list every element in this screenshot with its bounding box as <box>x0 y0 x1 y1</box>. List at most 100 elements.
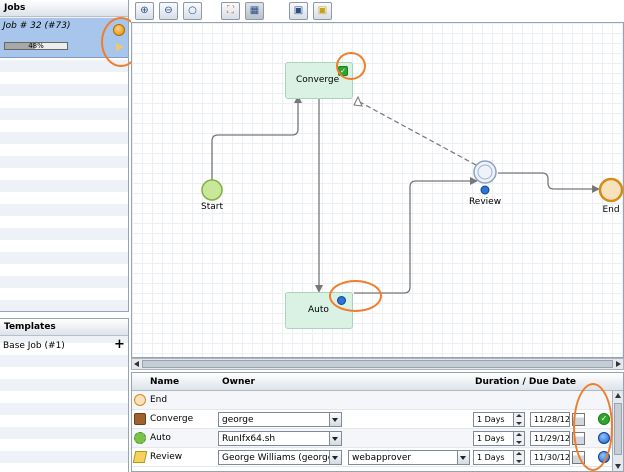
chevron-down-icon[interactable] <box>329 451 341 464</box>
approver-combo[interactable]: webapprover <box>348 450 470 465</box>
review-node-label: Review <box>468 197 502 207</box>
workflow-canvas[interactable]: Converge ✓ Auto Start Review End <box>131 22 624 358</box>
chevron-down-icon[interactable] <box>457 451 469 464</box>
scroll-right-icon[interactable] <box>616 361 621 367</box>
grid-body: End Converge george 1 Days 11/28/12 ✓ Au… <box>132 391 623 471</box>
edge-start-converge <box>211 101 299 188</box>
due-date-field[interactable]: 11/28/12 <box>530 412 570 427</box>
job-progress-bar: 48% <box>4 42 68 50</box>
fit-button[interactable]: ⛶ <box>221 2 240 20</box>
edge-arrowhead <box>315 285 323 293</box>
briefcase-icon <box>134 413 146 425</box>
duration-value: 1 Days <box>477 453 505 462</box>
pencil-icon <box>132 451 148 463</box>
due-date-field[interactable]: 11/30/12 <box>530 450 570 465</box>
chevron-down-icon[interactable] <box>329 432 341 445</box>
due-date-value: 11/29/12 <box>534 434 570 443</box>
table-row[interactable]: Converge george 1 Days 11/28/12 ✓ <box>132 410 623 429</box>
zoom-in-button[interactable]: ⊕ <box>135 2 154 20</box>
grid-toggle-button[interactable]: ▦ <box>245 2 264 20</box>
scroll-left-icon[interactable] <box>134 361 139 367</box>
spinner-arrows-icon[interactable] <box>513 432 524 445</box>
save-as-icon: ▣ <box>317 5 328 16</box>
approver-value: webapprover <box>352 453 412 463</box>
end-node-circle <box>598 177 624 203</box>
row-name: Review <box>150 452 183 462</box>
owner-combo[interactable]: George Williams (george) <box>218 450 342 465</box>
duration-spinner[interactable]: 1 Days <box>473 450 525 465</box>
duration-spinner[interactable]: 1 Days <box>473 431 525 446</box>
power-icon[interactable] <box>113 24 125 36</box>
column-header-owner[interactable]: Owner <box>222 377 255 387</box>
edge-arrowhead-open <box>353 95 363 107</box>
edge-review-end <box>498 172 594 190</box>
gear-icon <box>134 432 146 444</box>
row-name: Auto <box>150 433 171 443</box>
templates-panel: Templates Base Job (#1) + <box>0 318 129 472</box>
review-node-inner <box>477 164 493 180</box>
add-icon[interactable]: + <box>114 337 125 352</box>
task-grid: Name Owner Duration / Due Date End Conve… <box>131 372 624 472</box>
row-name: End <box>150 395 168 405</box>
row-name: Converge <box>150 414 194 424</box>
vertical-scrollbar[interactable] <box>612 391 623 471</box>
chevron-down-icon[interactable] <box>329 413 341 426</box>
play-icon[interactable] <box>116 43 124 51</box>
table-row[interactable]: End <box>132 391 623 410</box>
workflow-connectors <box>201 95 624 322</box>
owner-combo[interactable]: george <box>218 412 342 427</box>
toolbar: ⊕ ⊖ ○ ⛶ ▦ ▣ ▣ <box>131 0 624 22</box>
review-status-icon <box>480 185 490 195</box>
spinner-arrows-icon[interactable] <box>513 413 524 426</box>
due-date-field[interactable]: 11/29/12 <box>530 431 570 446</box>
progress-text: 48% <box>28 42 44 50</box>
column-header-name[interactable]: Name <box>150 377 180 387</box>
scroll-thumb[interactable] <box>142 360 613 368</box>
zoom-reset-button[interactable]: ○ <box>183 2 202 20</box>
job-title: Job # 32 (#73) <box>3 21 71 31</box>
table-row[interactable]: Auto RunIfx64.sh 1 Days 11/29/12 <box>132 429 623 448</box>
calendar-icon[interactable] <box>572 432 585 445</box>
scroll-up-icon[interactable] <box>615 393 621 398</box>
owner-value: george <box>222 415 254 425</box>
calendar-icon[interactable] <box>572 413 585 426</box>
jobs-panel: Jobs Job # 32 (#73) 48% <box>0 0 129 312</box>
auto-node-label: Auto <box>308 305 329 315</box>
review-node-circle <box>473 160 497 184</box>
due-date-value: 11/28/12 <box>534 415 570 424</box>
job-list-item[interactable]: Job # 32 (#73) 48% <box>0 18 128 58</box>
save-icon: ▣ <box>293 5 304 16</box>
spinner-arrows-icon[interactable] <box>513 451 524 464</box>
owner-value: George Williams (george) <box>222 453 337 463</box>
zoom-out-button[interactable]: ⊖ <box>159 2 178 20</box>
converge-node[interactable]: Converge ✓ <box>285 62 353 99</box>
column-header-duration[interactable]: Duration / Due Date <box>475 377 576 387</box>
scroll-down-icon[interactable] <box>615 464 621 469</box>
horizontal-scrollbar[interactable] <box>131 358 624 370</box>
edge-arrowhead <box>592 185 600 193</box>
duration-value: 1 Days <box>477 415 505 424</box>
grid-header: Name Owner Duration / Due Date <box>132 373 623 391</box>
edge-arrowhead <box>294 95 302 103</box>
scroll-thumb[interactable] <box>614 403 622 455</box>
converge-node-label: Converge <box>296 75 340 85</box>
zoom-out-icon: ⊖ <box>164 5 173 16</box>
calendar-icon[interactable] <box>572 451 585 464</box>
check-icon: ✓ <box>338 66 348 76</box>
start-node-circle <box>201 179 223 201</box>
save-button[interactable]: ▣ <box>289 2 308 20</box>
jobs-header: Jobs <box>0 0 128 17</box>
duration-value: 1 Days <box>477 434 505 443</box>
pending-status-icon <box>598 451 610 463</box>
auto-node[interactable]: Auto <box>285 292 353 329</box>
save-as-button[interactable]: ▣ <box>313 2 332 20</box>
template-item[interactable]: Base Job (#1) <box>3 341 65 351</box>
check-icon: ✓ <box>598 413 610 425</box>
duration-spinner[interactable]: 1 Days <box>473 412 525 427</box>
table-row[interactable]: Review George Williams (george) webappro… <box>132 448 623 467</box>
script-combo[interactable]: RunIfx64.sh <box>218 431 342 446</box>
zoom-reset-icon: ○ <box>188 5 197 16</box>
script-value: RunIfx64.sh <box>222 434 276 444</box>
end-node-label: End <box>602 205 620 215</box>
start-node-label: Start <box>201 202 223 212</box>
